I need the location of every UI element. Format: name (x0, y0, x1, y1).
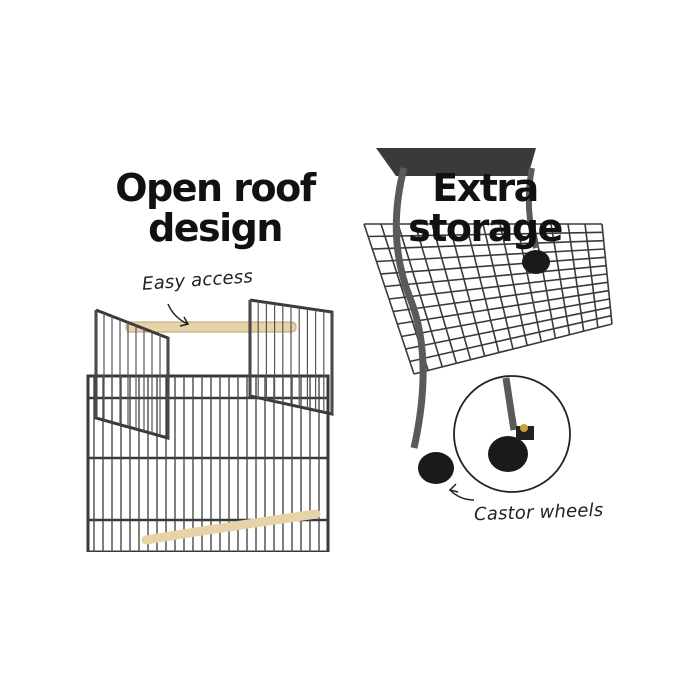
storage-shelf-grid (363, 223, 613, 375)
back-wheel (522, 250, 550, 274)
panel-title: Extra storage (408, 166, 563, 250)
open-roof-panel: Open roof design Easy access (86, 128, 344, 552)
panel-title: Open roof design (86, 168, 344, 248)
title-line-2: design (148, 206, 283, 250)
front-wheel (418, 452, 454, 484)
title-line-1: Open roof (115, 166, 316, 210)
arrow-icon (167, 303, 189, 325)
lower-perch (141, 509, 321, 545)
storage-shelf-illustration (363, 148, 613, 501)
cage-top-illustration (86, 298, 334, 552)
wooden-perch (125, 321, 297, 333)
cage-base-tray (376, 148, 536, 176)
extra-storage-panel: Extra storage Castor wheels (356, 128, 614, 552)
castor-wheel-closeup (488, 436, 528, 472)
castor-zoom-circle (453, 375, 571, 493)
arrow-icon (449, 489, 475, 501)
